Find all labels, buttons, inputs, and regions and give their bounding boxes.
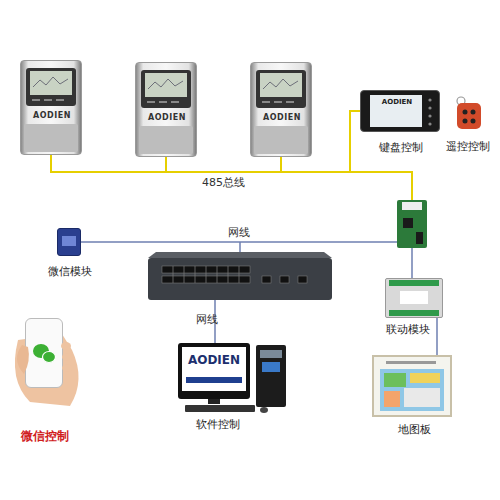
pc-mouse (260, 407, 268, 413)
keypad-button (428, 122, 431, 125)
brand-logo: AODIEN (182, 353, 246, 367)
bus-line (51, 155, 166, 172)
map-area (380, 369, 444, 411)
node-caption: 联动模块 (386, 323, 434, 336)
brand-logo: AODIEN (371, 98, 423, 106)
network-wire (80, 241, 397, 243)
module-plate (400, 291, 428, 304)
controller-bezel (141, 70, 191, 108)
remote-button (471, 110, 476, 115)
tower-panel (260, 350, 282, 358)
key-ring (457, 97, 465, 105)
map-title-bar (386, 361, 436, 364)
controller-buttons (262, 101, 294, 103)
tower-display (262, 362, 280, 372)
controller-bezel (256, 70, 306, 108)
controller-base (24, 124, 78, 152)
computer-monitor: AODIEN软件控制 (178, 343, 250, 399)
finger (62, 364, 72, 372)
map-zone (384, 373, 406, 387)
cable-label: 网线 (228, 225, 250, 240)
brand-logo: AODIEN (21, 111, 83, 121)
node-caption: 微信模块 (40, 265, 100, 278)
node-caption: 地图板 (374, 423, 454, 436)
linkage-module: 联动模块 (385, 278, 443, 318)
remote-button (471, 119, 476, 124)
network-switch (148, 258, 332, 300)
controller-unit: AODIEN (135, 62, 197, 157)
uplink-port (298, 276, 307, 283)
signal-wire (411, 248, 413, 278)
cable-label: 网线 (196, 312, 218, 327)
controller-screen (145, 73, 187, 97)
remote-fob (457, 103, 481, 129)
screen-curve (263, 79, 298, 89)
map-zone (404, 388, 440, 407)
uplink-port (280, 276, 289, 283)
node-caption: 微信控制 (16, 429, 74, 443)
board-chip (403, 218, 413, 228)
finger (62, 353, 72, 361)
board-connector (402, 202, 422, 210)
remote-control: 遥控控制 (452, 96, 484, 130)
remote-button (463, 119, 468, 124)
board-chip (416, 232, 423, 244)
controller-unit: AODIEN (250, 62, 312, 157)
converter-board (397, 200, 427, 248)
controller-screen (260, 73, 302, 97)
map-board: 地图板 (372, 355, 452, 417)
controller-unit: AODIEN (20, 60, 82, 155)
node-caption: 键盘控制 (361, 141, 441, 154)
pc-keyboard (185, 405, 255, 412)
monitor-screen (182, 347, 246, 391)
controller-buttons (147, 101, 179, 103)
map-zone (410, 373, 440, 383)
node-caption: 软件控制 (182, 418, 254, 431)
thumb (17, 345, 29, 374)
keypad-panel: AODIEN键盘控制 (360, 90, 440, 132)
switch-top (148, 252, 332, 258)
map-zone (384, 391, 400, 407)
controller-screen (30, 71, 72, 95)
node-caption: 遥控控制 (440, 140, 496, 153)
screen-curve (33, 77, 68, 87)
keypad-button (428, 106, 431, 109)
terminal-strip (389, 310, 439, 316)
controller-base (139, 126, 193, 154)
port-dividers (173, 266, 239, 283)
monitor-stand (208, 399, 220, 404)
keypad-button (428, 114, 431, 117)
screen-banner (186, 377, 242, 383)
edge-label: 485总线 (184, 175, 264, 190)
wechat-icon (43, 352, 56, 363)
wechat-module: 微信模块 (57, 228, 81, 256)
smartphone: 微信控制 (25, 318, 63, 388)
controller-base (254, 126, 308, 154)
bus-wire (350, 172, 412, 200)
module-label (62, 236, 76, 246)
controller-buttons (32, 99, 64, 101)
brand-logo: AODIEN (136, 113, 198, 123)
screen-curve (148, 79, 183, 89)
signal-line (436, 318, 438, 355)
bus-line (166, 157, 281, 172)
keypad-screen (370, 95, 422, 127)
pc-tower (256, 345, 286, 407)
finger (61, 342, 71, 350)
brand-logo: AODIEN (251, 113, 313, 123)
remote-button (463, 110, 468, 115)
controller-bezel (26, 68, 76, 106)
terminal-strip (389, 280, 439, 286)
keypad-button (428, 98, 431, 101)
uplink-port (262, 276, 271, 283)
wechat-icon (33, 344, 49, 358)
